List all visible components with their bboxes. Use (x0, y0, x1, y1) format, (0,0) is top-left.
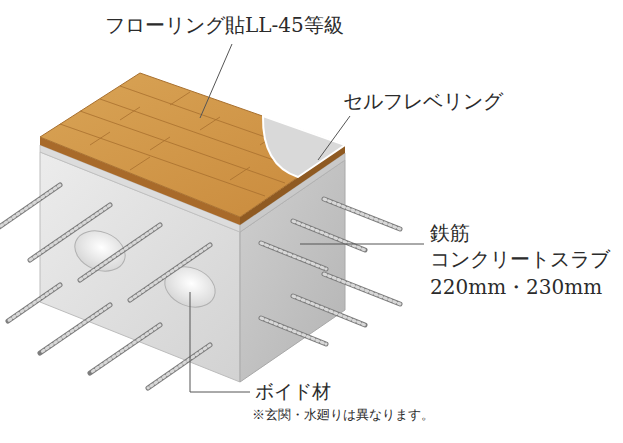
flooring-top (40, 73, 345, 217)
self-levelling-cutaway (263, 116, 345, 177)
part-label: セルフレベリング (343, 88, 563, 114)
rebar (0, 185, 210, 388)
part-label: フローリング貼LL-45等級 (105, 12, 405, 38)
part-label: 鉄筋 コンクリートスラブ (430, 220, 615, 272)
part-label: 220mm・230mm (430, 274, 615, 300)
rebar (261, 199, 400, 344)
part-label: ボイド材 (255, 379, 455, 404)
part-label: ※玄関・水廻りは異なります。 (252, 407, 612, 424)
